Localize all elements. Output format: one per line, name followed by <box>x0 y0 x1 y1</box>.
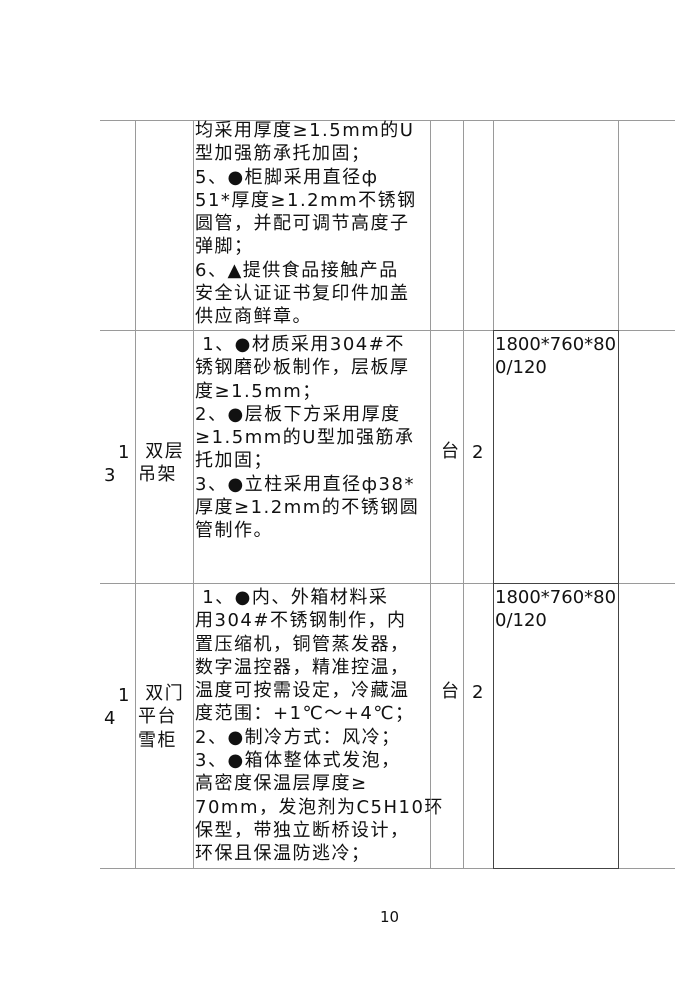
text-line: 吊架 <box>138 464 177 486</box>
text-line: 2、●层板下方采用厚度 <box>195 403 401 425</box>
text-line: 保型，带独立断桥设计， <box>195 819 410 841</box>
text-line: 51*厚度≥1.2mm不锈钢 <box>195 189 417 211</box>
unit: 台 <box>441 441 461 462</box>
item-name: 双层吊架 <box>138 440 184 487</box>
text-line: 1800*760*80 <box>495 587 617 608</box>
spec-cell: 1、●内、外箱材料采用304#不锈钢制作，内置压缩机，铜管蒸发器，数字温控器，精… <box>195 586 444 866</box>
spec-cell: 1、●材质采用304#不锈钢磨砂板制作，层板厚度≥1.5mm；2、●层板下方采用… <box>195 333 419 543</box>
text-line: 数字温控器，精准控温， <box>195 656 410 678</box>
text-line: 度范围：+1℃～+4℃； <box>195 703 415 725</box>
text-line: 2、●制冷方式：风冷； <box>195 726 401 748</box>
text-line: 弹脚； <box>195 236 254 258</box>
table-rule <box>100 583 675 584</box>
text-line: 雪柜 <box>138 729 177 751</box>
text-line: 双层 <box>138 441 185 462</box>
size-cell-border <box>493 583 619 869</box>
text-line: 温度可按需设定，冷藏温 <box>195 680 410 702</box>
table-rule <box>100 868 675 869</box>
text-line: 管制作。 <box>195 520 273 542</box>
text-line: 5、●柜脚采用直径ф <box>195 166 379 188</box>
table-rule <box>100 120 675 121</box>
text-line: 3、●箱体整体式发泡， <box>195 750 401 772</box>
column-divider <box>463 120 464 868</box>
text-line: 1 <box>118 685 131 706</box>
quantity: 2 <box>472 442 485 463</box>
text-line: 平台 <box>138 706 177 728</box>
text-line: 1、●内、外箱材料采 <box>195 587 389 608</box>
text-line: 1、●材质采用304#不 <box>195 334 405 355</box>
text-line: 均采用厚度≥1.5mm的U <box>195 120 415 141</box>
column-divider <box>135 120 136 868</box>
text-line: 圆管，并配可调节高度子 <box>195 213 410 235</box>
quantity: 2 <box>472 682 485 703</box>
text-line: ≥1.5mm的U型加强筋承 <box>195 427 415 449</box>
text-line: 安全认证证书复印件加盖 <box>195 283 410 305</box>
text-line: 用304#不锈钢制作，内 <box>195 610 407 632</box>
text-line: 托加固； <box>195 450 273 472</box>
text-line: 供应商鲜章。 <box>195 306 312 328</box>
text-line: 置压缩机，铜管蒸发器， <box>195 633 410 655</box>
text-line: 双门 <box>138 683 185 704</box>
text-line: 1800*760*80 <box>495 334 617 355</box>
text-line: 锈钢磨砂板制作，层板厚 <box>195 357 410 379</box>
text-line: 3、●立柱采用直径ф38* <box>195 473 415 495</box>
text-line: 1 <box>118 442 131 463</box>
text-line: 3 <box>104 465 117 487</box>
item-name: 双门平台雪柜 <box>138 682 184 752</box>
column-divider <box>193 120 194 868</box>
text-line: 型加强筋承托加固； <box>195 143 371 165</box>
column-divider <box>430 120 431 868</box>
text-line: 度≥1.5mm； <box>195 380 322 402</box>
page-number: 10 <box>380 908 400 926</box>
table-rule <box>100 330 675 331</box>
text-line: 70mm，发泡剂为C5H10环 <box>195 796 444 818</box>
text-line: 0/120 <box>495 357 547 379</box>
text-line: 环保且保温防逃冷； <box>195 843 371 865</box>
text-line: 4 <box>104 708 117 730</box>
text-line: 厚度≥1.2mm的不锈钢圆 <box>195 497 420 519</box>
text-line: 高密度保温层厚度≥ <box>195 773 368 795</box>
unit: 台 <box>441 681 461 702</box>
text-line: 0/120 <box>495 610 547 632</box>
text-line: 6、▲提供食品接触产品 <box>195 259 399 281</box>
